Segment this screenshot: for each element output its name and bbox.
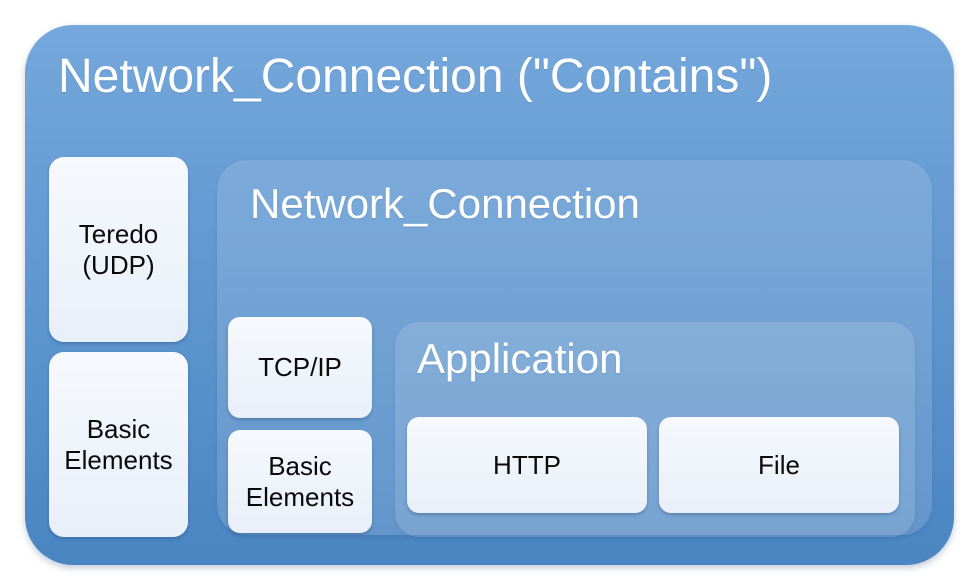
application-container: Application HTTP File xyxy=(395,322,915,537)
basic-elements-left-label: Basic Elements xyxy=(64,414,173,475)
application-title: Application xyxy=(417,335,623,382)
teredo-udp-box: Teredo (UDP) xyxy=(49,157,188,342)
file-label: File xyxy=(758,449,800,480)
http-label: HTTP xyxy=(493,449,561,480)
basic-elements-box-middle: Basic Elements xyxy=(228,430,372,533)
tcp-ip-box: TCP/IP xyxy=(228,317,372,418)
basic-elements-middle-label: Basic Elements xyxy=(245,451,355,512)
file-box: File xyxy=(659,417,899,513)
network-connection-contains-container: Network_Connection ("Contains") Teredo (… xyxy=(25,25,954,565)
outer-container-title: Network_Connection ("Contains") xyxy=(58,50,773,103)
http-box: HTTP xyxy=(407,417,647,513)
teredo-udp-label: Teredo (UDP) xyxy=(78,219,159,280)
network-connection-container: Network_Connection TCP/IP Basic Elements… xyxy=(217,160,932,537)
basic-elements-box-left: Basic Elements xyxy=(49,352,188,537)
inner-container-title: Network_Connection xyxy=(250,180,640,227)
tcp-ip-label: TCP/IP xyxy=(258,352,342,383)
